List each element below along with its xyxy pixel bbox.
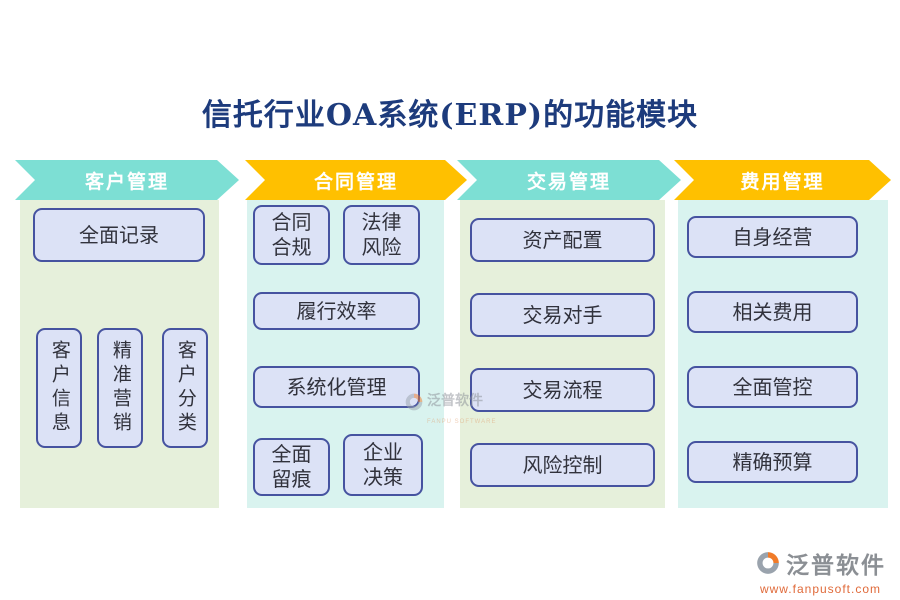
- header-contract-management: 合同管理: [245, 160, 467, 200]
- watermark-subtext: FANPU SOFTWARE: [427, 419, 497, 425]
- watermark: 泛普软件 FANPU SOFTWARE: [404, 392, 496, 428]
- module-box-risk-control: 风险控制: [470, 443, 655, 487]
- module-box-legal-risk: 法律 风险: [343, 205, 420, 265]
- module-box-accurate-budget: 精确预算: [687, 441, 858, 483]
- module-box-enterprise-decision: 企业 决策: [343, 434, 423, 496]
- brand-name: 泛普软件: [786, 552, 886, 578]
- header-customer-management: 客户管理: [15, 160, 239, 200]
- module-box-systematic-management: 系统化管理: [253, 366, 420, 408]
- box-label: 合同 合规: [271, 210, 312, 259]
- fanpu-logo-icon: [757, 552, 779, 574]
- module-box-related-expense: 相关费用: [687, 291, 858, 333]
- footer-brand: 泛普软件 www.fanpusoft.com: [755, 546, 886, 596]
- header-expense-management: 费用管理: [674, 160, 891, 200]
- module-box-own-operation: 自身经营: [687, 216, 858, 258]
- watermark-name: 泛普软件: [427, 392, 483, 408]
- module-box-asset-allocation: 资产配置: [470, 218, 655, 262]
- module-box-full-record: 全面记录: [33, 208, 205, 262]
- header-label: 交易管理: [526, 170, 611, 193]
- module-box-customer-info: 客户信息: [36, 328, 82, 448]
- header-label: 费用管理: [740, 170, 825, 193]
- page-title: 信托行业OA系统(ERP)的功能模块: [201, 98, 699, 133]
- box-label: 法律 风险: [361, 210, 402, 259]
- module-box-overall-control: 全面管控: [687, 366, 858, 408]
- box-label: 企业 决策: [363, 440, 403, 489]
- module-box-customer-classification: 客户分类: [162, 328, 208, 448]
- module-box-counterparty: 交易对手: [470, 293, 655, 337]
- module-box-contract-compliance: 合同 合规: [253, 205, 330, 265]
- module-box-transaction-process: 交易流程: [470, 368, 655, 412]
- fanpu-logo-icon: [405, 393, 423, 411]
- module-box-precise-marketing: 精准营销: [97, 328, 143, 448]
- header-label: 客户管理: [84, 170, 169, 193]
- header-label: 合同管理: [313, 170, 398, 193]
- header-transaction-management: 交易管理: [457, 160, 681, 200]
- box-label: 全面 留痕: [271, 442, 312, 491]
- module-box-full-trace: 全面 留痕: [253, 438, 330, 496]
- module-box-performance-efficiency: 履行效率: [253, 292, 420, 330]
- brand-url: www.fanpusoft.com: [759, 582, 882, 596]
